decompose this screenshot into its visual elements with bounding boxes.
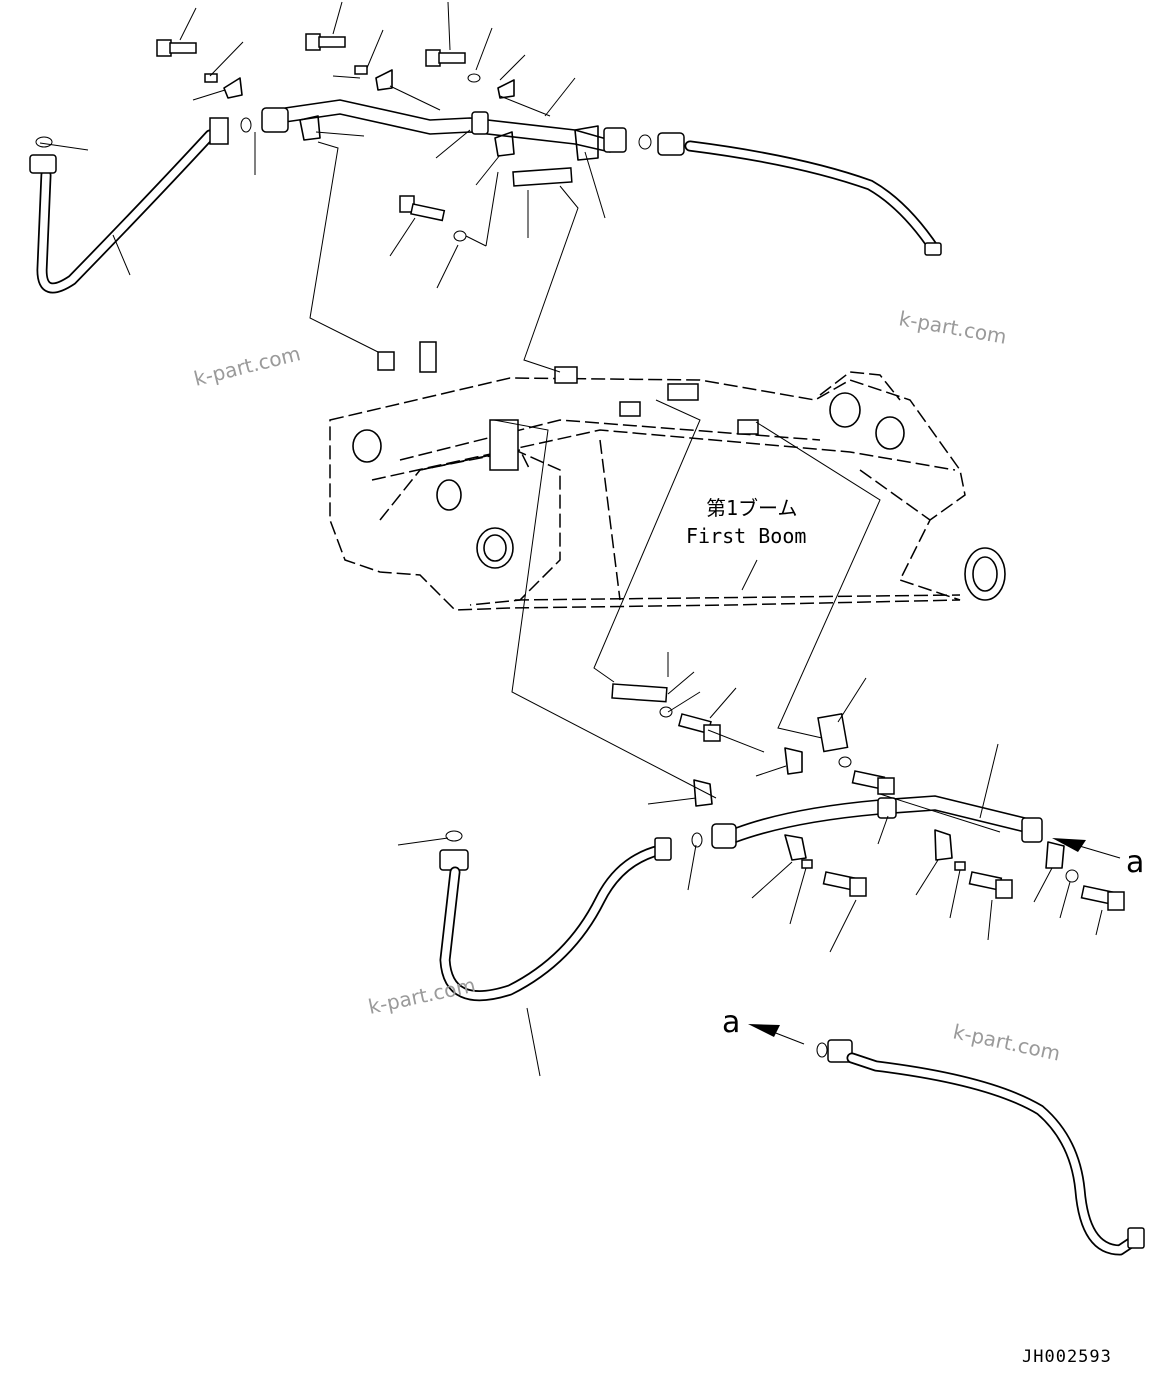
boom-label-english: First Boom — [686, 524, 806, 548]
view-marker-right-text: a — [1126, 845, 1144, 880]
watermark-2: k-part.com — [897, 306, 1008, 349]
o-ring — [638, 134, 652, 150]
view-marker-left-text: a — [722, 1005, 740, 1040]
o-ring — [691, 832, 703, 848]
bolt-lower-4 — [968, 871, 1013, 899]
upper-hose-assembly — [29, 1, 942, 373]
bolt-lower-5 — [1080, 885, 1125, 911]
bolt-top-4 — [399, 195, 446, 222]
watermark-3: k-part.com — [366, 973, 478, 1019]
lower-hose-assembly — [397, 399, 1125, 1077]
bolt-top-1 — [156, 39, 197, 57]
o-ring — [240, 117, 252, 133]
boom-label-japanese: 第1ブーム — [706, 496, 797, 520]
bolt-top-2 — [305, 33, 346, 51]
view-marker-right: a — [1052, 838, 1144, 880]
bolt-lower-3 — [822, 871, 867, 897]
bolt-lower-2 — [851, 770, 895, 795]
clamp-block — [512, 167, 573, 187]
bolt-lower-1 — [677, 713, 721, 742]
watermark-1: k-part.com — [191, 341, 302, 391]
drawing-code: JH002593 — [1022, 1347, 1112, 1367]
boom-label: 第1ブーム First Boom — [686, 496, 806, 591]
o-ring — [445, 830, 463, 842]
hose-fitting — [29, 154, 57, 174]
o-ring — [816, 1042, 828, 1058]
hose-flange — [209, 117, 229, 145]
first-boom — [329, 341, 1006, 611]
detail-hose: a — [722, 1005, 1145, 1256]
clamp-block — [611, 683, 668, 703]
o-ring — [35, 136, 53, 148]
tube-flange — [261, 107, 289, 133]
watermark-4: k-part.com — [951, 1019, 1063, 1065]
bolt-top-3 — [425, 49, 466, 67]
